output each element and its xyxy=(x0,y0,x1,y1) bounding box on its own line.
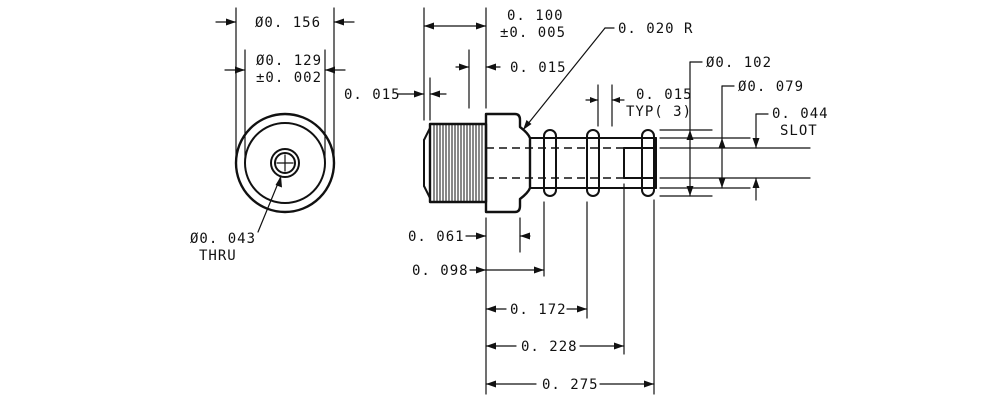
dim-275-arrow-left xyxy=(486,380,496,388)
dim-015-step-arrow-right xyxy=(486,63,496,71)
groove-2 xyxy=(586,129,600,197)
dim-outer-dia-arrow-left xyxy=(226,18,236,26)
dim-shank-diameter: Ø0. 079 xyxy=(738,79,804,95)
dim-groove-note: TYP( 3) xyxy=(626,104,692,120)
dim-groove-arrow-left xyxy=(590,97,598,103)
end-view: Ø0. 156 Ø0. 129 ±0. 002 Ø0. 043 THRU xyxy=(190,7,355,264)
dim-044-arrow-bottom xyxy=(752,178,760,188)
dim-098-arrow-left xyxy=(476,266,486,274)
dim-inner-tolerance: ±0. 002 xyxy=(256,70,322,86)
knurl-pattern xyxy=(433,125,483,201)
dim-061-arrow-left xyxy=(476,232,486,240)
dim-overall-width: 0. 100 xyxy=(507,8,564,24)
hole-leader-arrow xyxy=(275,176,282,188)
dim-275: 0. 275 xyxy=(542,377,599,393)
dim-flange-diameter: Ø0. 102 xyxy=(706,55,772,71)
dim-079-arrow-top xyxy=(718,138,726,148)
side-view: 0. 100 ±0. 005 0. 020 R 0. 015 0. 015 0.… xyxy=(344,7,829,395)
dim-outer-dia-arrow-right xyxy=(334,18,344,26)
dim-061: 0. 061 xyxy=(408,229,465,245)
head-chamfer-bottom xyxy=(423,185,431,199)
dim-172: 0. 172 xyxy=(510,302,567,318)
dim-061-arrow-right xyxy=(520,232,530,240)
dim-groove-arrow-right xyxy=(612,97,620,103)
dim-228-arrow-left xyxy=(486,342,496,350)
dim-015-step-arrow-left xyxy=(459,63,469,71)
end-view-inner-circle xyxy=(244,122,326,204)
dim-228: 0. 228 xyxy=(521,339,578,355)
dim-slot-note: SLOT xyxy=(780,123,818,139)
dim-inner-diameter: Ø0. 129 xyxy=(256,53,322,69)
fillet-leader xyxy=(522,27,606,131)
dim-079-arrow-bottom xyxy=(718,178,726,188)
dim-228-arrow-right xyxy=(614,342,624,350)
dim-inner-dia-arrow-left xyxy=(235,66,245,74)
dim-knurl-offset: 0. 015 xyxy=(344,87,401,103)
end-view-hole xyxy=(270,148,300,178)
dim-098: 0. 098 xyxy=(412,263,469,279)
dim-groove-offset: 0. 015 xyxy=(510,60,567,76)
end-view-hole-inner xyxy=(274,152,296,174)
dim-275-arrow-right xyxy=(644,380,654,388)
dim-groove-width: 0. 015 xyxy=(636,87,693,103)
dim-172-arrow-right xyxy=(577,305,587,313)
dim-hole-note: THRU xyxy=(199,248,237,264)
dim-outer-diameter: Ø0. 156 xyxy=(255,15,321,31)
end-view-outer-circle xyxy=(234,112,336,214)
dim-slot-width: 0. 044 xyxy=(772,106,829,122)
dim-015-knurl-arrow-left xyxy=(414,90,424,98)
dim-inner-dia-arrow-right xyxy=(325,66,335,74)
groove-1 xyxy=(543,129,557,197)
dim-015-knurl-arrow-right xyxy=(430,90,440,98)
dim-098-arrow-right xyxy=(534,266,544,274)
dim-100-arrow-left xyxy=(424,22,434,30)
dim-overall-width-tolerance: ±0. 005 xyxy=(500,25,566,41)
dim-fillet-radius: 0. 020 R xyxy=(618,21,693,37)
fillet-leader-arrow xyxy=(523,120,532,130)
head-chamfer-top xyxy=(423,127,431,141)
groove-3 xyxy=(641,129,655,197)
dim-100-arrow-right xyxy=(476,22,486,30)
dim-172-arrow-left xyxy=(486,305,496,313)
dim-044-arrow-top xyxy=(752,138,760,148)
dim-hole-diameter: Ø0. 043 xyxy=(190,231,256,247)
